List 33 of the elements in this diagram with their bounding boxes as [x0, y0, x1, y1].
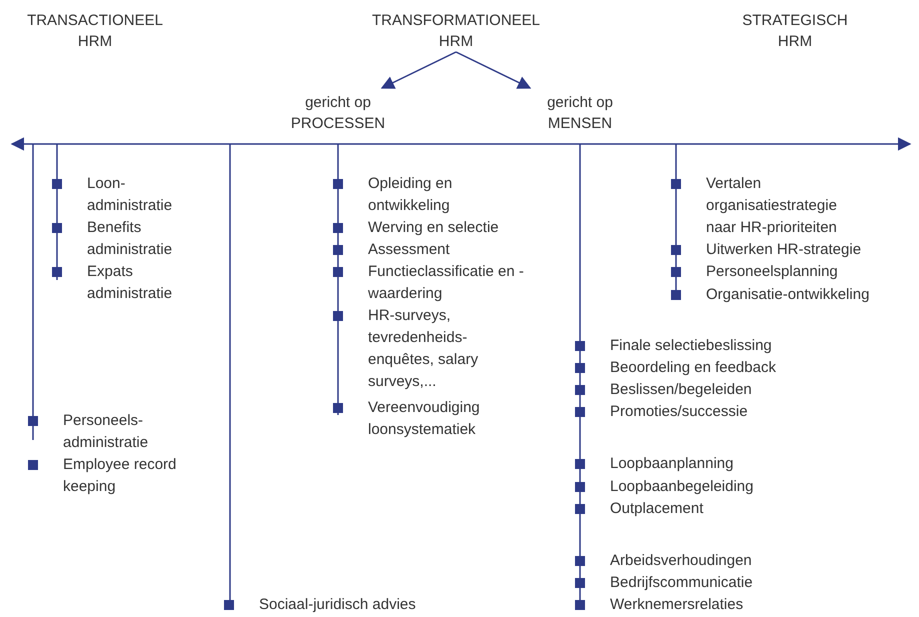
list-item: Vereenvoudiging loonsystematiek	[368, 398, 481, 440]
list-item: Personeels- administratie	[63, 411, 150, 453]
list-item: Outplacement	[610, 499, 704, 519]
list-item: Bedrijfscommunicatie	[610, 573, 754, 593]
list-item: Sociaal-juridisch advies	[259, 595, 417, 615]
arrow	[380, 51, 456, 89]
list-item: Loopbaanplanning	[610, 454, 734, 474]
list-item: Employee record keeping	[63, 455, 178, 497]
list-item: Uitwerken HR-strategie	[706, 240, 862, 260]
list-item: Werving en selectie	[368, 218, 500, 238]
list-item: Promoties/successie	[610, 402, 749, 422]
list-item: Beslissen/begeleiden	[610, 380, 753, 400]
list-item: Expats administratie	[87, 262, 174, 304]
list-item: Benefits administratie	[87, 218, 174, 260]
focus-label: gericht op MENSEN	[525, 92, 635, 134]
list-item: Organisatie-ontwikkeling	[706, 285, 870, 305]
list-item: Finale selectiebeslissing	[610, 336, 773, 356]
list-item: Personeelsplanning	[706, 262, 839, 282]
list-item: Assessment	[368, 240, 451, 260]
list-item: Loopbaanbegeleiding	[610, 477, 754, 497]
list-item: Beoordeling en feedback	[610, 358, 777, 378]
list-item: Opleiding en ontwikkeling	[368, 174, 454, 216]
list-item: Functieclassificatie en -waardering	[368, 262, 525, 304]
category-heading: TRANSACTIONEEL HRM	[25, 10, 165, 52]
list-item: Loon- administratie	[87, 174, 174, 216]
list-item: Arbeidsverhoudingen	[610, 551, 753, 571]
category-heading: STRATEGISCH HRM	[725, 10, 865, 52]
category-heading: TRANSFORMATIONEEL HRM	[371, 10, 541, 52]
list-item: HR-surveys, tevredenheids- enquêtes, salary surveys,...	[368, 306, 480, 392]
arrow	[456, 51, 532, 89]
list-item: Vertalen organisatiestrategie naar HR-prioriteiten	[706, 174, 838, 238]
list-item: Werknemersrelaties	[610, 595, 744, 615]
focus-label: gericht op PROCESSEN	[283, 92, 393, 134]
